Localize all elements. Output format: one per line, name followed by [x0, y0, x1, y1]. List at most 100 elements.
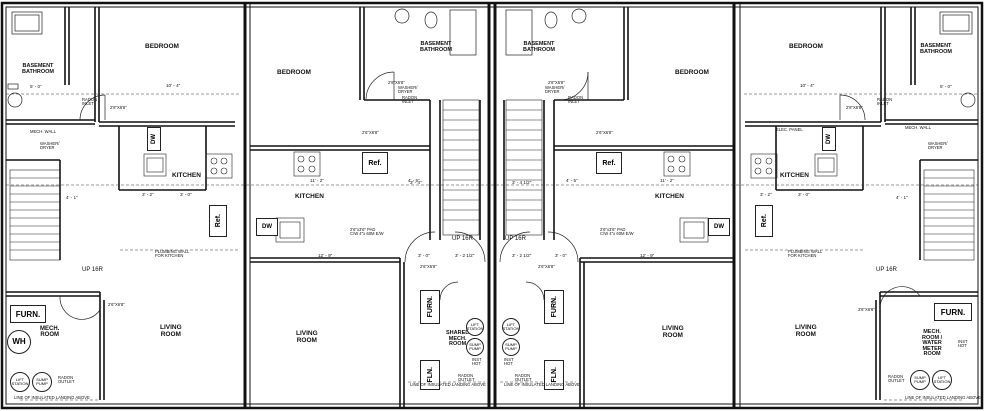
room-label-bedroom-2: BEDROOM	[277, 69, 311, 76]
room-label-living-2-text: LIVING ROOM	[296, 330, 318, 344]
plumbing-wall-4: PLUMBING WALL FOR KITCHEN	[788, 249, 823, 259]
bathroom-fixtures	[7, 8, 976, 108]
radon-outlet-4: RADON OUTLET	[888, 374, 905, 384]
room-label-bathroom-4: BASEMENT BATHROOM	[920, 43, 952, 55]
interior-walls	[6, 7, 978, 408]
room-label-shared-mech: SHARED MECH. ROOM	[446, 330, 470, 348]
lift-station-3: LIFT STATION	[502, 318, 520, 336]
radon-inlet-2: RADON INLET	[402, 95, 418, 105]
dim-bedroom-4-width: 10' - 4"	[800, 83, 815, 88]
dim-kitchen-4b: 3' - 2"	[760, 192, 772, 197]
dim-bath-4: 5' - 0"	[940, 84, 952, 89]
sump-pump-4: SUMP PUMP	[910, 370, 930, 390]
dim-bath-1: 5' - 0"	[30, 84, 42, 89]
dim-bath-2: 3' - 4"	[410, 180, 422, 185]
room-label-mech-1: MECH. ROOM	[40, 326, 59, 338]
room-label-bathroom-2: BASEMENT BATHROOM	[420, 41, 452, 53]
radon-outlet-2: RADON OUTLET	[458, 373, 475, 383]
dim-kitchen-1b: 3' - 2"	[142, 192, 154, 197]
insulated-landing-1: LINE OF INSULATED LANDING ABOVE	[14, 395, 90, 400]
sink-note-2: 2'6"x3'6" PAD C/W 4"x 60M E/W	[350, 227, 384, 237]
room-label-bedroom-3: BEDROOM	[675, 69, 709, 76]
radon-inlet-4: RADON INLET	[877, 97, 893, 107]
insulated-landing-4: LINE OF INSULATED LANDING ABOVE	[905, 395, 981, 400]
lift-station-1: LIFT STATION	[10, 372, 30, 392]
washer-dryer-2: WASHER/ DRYER	[398, 85, 418, 95]
door-size-4a: 2'8"X6'8"	[846, 105, 863, 110]
dim-kitchen-1c: 3' - 0"	[180, 192, 192, 197]
room-label-living-1-text: LIVING ROOM	[160, 324, 182, 338]
fridge-4-label: Ref.	[760, 214, 768, 228]
dim-kitchen-4c: 3' - 0"	[798, 192, 810, 197]
water-heater-1: WH	[7, 330, 31, 354]
fridge-3: Ref.	[596, 152, 622, 174]
fridge-4: Ref.	[755, 205, 773, 237]
furnace-2-label: FURN.	[426, 296, 434, 318]
dim-living-3: 12' - 9"	[640, 253, 655, 258]
room-label-bathroom-1: BASEMENT BATHROOM	[22, 63, 54, 75]
furnace-1: FURN.	[10, 305, 46, 323]
room-label-kitchen-4: KITCHEN	[780, 172, 809, 179]
door-size-4b: 2'6"X6'8"	[858, 307, 875, 312]
sink-note-3: 2'6"x3'6" PAD C/W 4"x 60M E/W	[600, 227, 634, 237]
inst-hot-3: INST HOT	[504, 357, 514, 367]
dishwasher-2: DW	[256, 218, 278, 236]
dim-mech-3a: 3' - 2 1/2"	[512, 253, 532, 258]
radon-inlet-3: RADON INLET	[568, 95, 584, 105]
door-swings	[59, 71, 921, 320]
room-label-mech-water-4: MECH. ROOM / WATER METER ROOM	[922, 329, 943, 358]
washer-dryer-3: WASHER/ DRYER	[545, 85, 565, 95]
sump-pump-2: SUMP PUMP	[466, 338, 484, 356]
radon-inlet-1: RADON INLET	[82, 97, 98, 107]
washer-dryer-4: WASHER/ DRYER	[928, 141, 948, 151]
plumbing-wall-1: PLUMBING WALL FOR KITCHEN	[155, 249, 190, 259]
room-label-living-4: LIVING ROOM	[795, 324, 817, 338]
room-label-living-2: LIVING ROOM	[296, 330, 318, 344]
fln-3: FLN.	[544, 360, 564, 390]
room-label-living-3-text: LIVING ROOM	[662, 325, 684, 339]
insulated-landing-2: LINE OF INSULATED LANDING ABOVE	[410, 382, 486, 387]
inst-hot-2: INST HOT	[472, 357, 482, 367]
door-size-2a: 2'8"X6'8"	[388, 80, 405, 85]
furnace-2: FURN.	[420, 290, 440, 324]
lift-station-4: LIFT STATION	[932, 370, 952, 390]
room-label-kitchen-1: KITCHEN	[172, 172, 201, 179]
door-size-2c: 2'6"X6'8"	[420, 264, 437, 269]
fln-2: FLN.	[420, 360, 440, 390]
dim-kitchen-1a: 4' - 1"	[66, 195, 78, 200]
fln-3-label: FLN.	[550, 367, 558, 383]
room-label-kitchen-2: KITCHEN	[295, 193, 324, 200]
dim-bedroom-1-width: 10' - 4"	[166, 83, 181, 88]
inst-hot-4: INST HOT	[958, 339, 968, 349]
radon-outlet-1: RADON OUTLET	[58, 375, 75, 385]
furnace-3: FURN.	[544, 290, 564, 324]
fridge-1-label: Ref.	[214, 214, 222, 228]
dim-mech-2b: 3' - 2 1/2"	[455, 253, 475, 258]
door-size-2b: 2'6"X6'8"	[362, 130, 379, 135]
dim-kitchen-3a: 11' - 2"	[660, 178, 674, 183]
room-label-mech-water-4-text: MECH. ROOM / WATER METER ROOM	[922, 329, 943, 357]
furnace-3-label: FURN.	[550, 296, 558, 318]
dim-kitchen-3b: 4' - 5"	[566, 178, 578, 183]
room-label-living-3: LIVING ROOM	[662, 325, 684, 339]
dim-mech-2a: 3' - 0"	[418, 253, 430, 258]
dim-living-2: 12' - 9"	[318, 253, 333, 258]
furnace-4: FURN.	[934, 303, 972, 321]
room-label-bedroom-1: BEDROOM	[145, 43, 179, 50]
room-label-bathroom-1-text: BASEMENT BATHROOM	[22, 63, 54, 75]
dishwasher-3: DW	[708, 218, 730, 236]
dim-mech-3b: 3' - 0"	[555, 253, 567, 258]
sump-pump-1: SUMP PUMP	[32, 372, 52, 392]
room-label-bathroom-3: BASEMENT BATHROOM	[523, 41, 555, 53]
elec-panel-4: ELEC. PANEL	[776, 127, 803, 132]
fridge-2: Ref.	[362, 152, 388, 174]
stair-label-1: UP 16R	[82, 267, 103, 273]
room-label-shared-mech-text: SHARED MECH. ROOM	[446, 330, 470, 347]
fridge-1: Ref.	[209, 205, 227, 237]
sump-pump-3: SUMP PUMP	[502, 338, 520, 356]
door-size-3b: 2'6"X6'8"	[596, 130, 613, 135]
dim-kitchen-2a: 11' - 2"	[310, 178, 324, 183]
room-label-bathroom-3-text: BASEMENT BATHROOM	[523, 41, 555, 53]
